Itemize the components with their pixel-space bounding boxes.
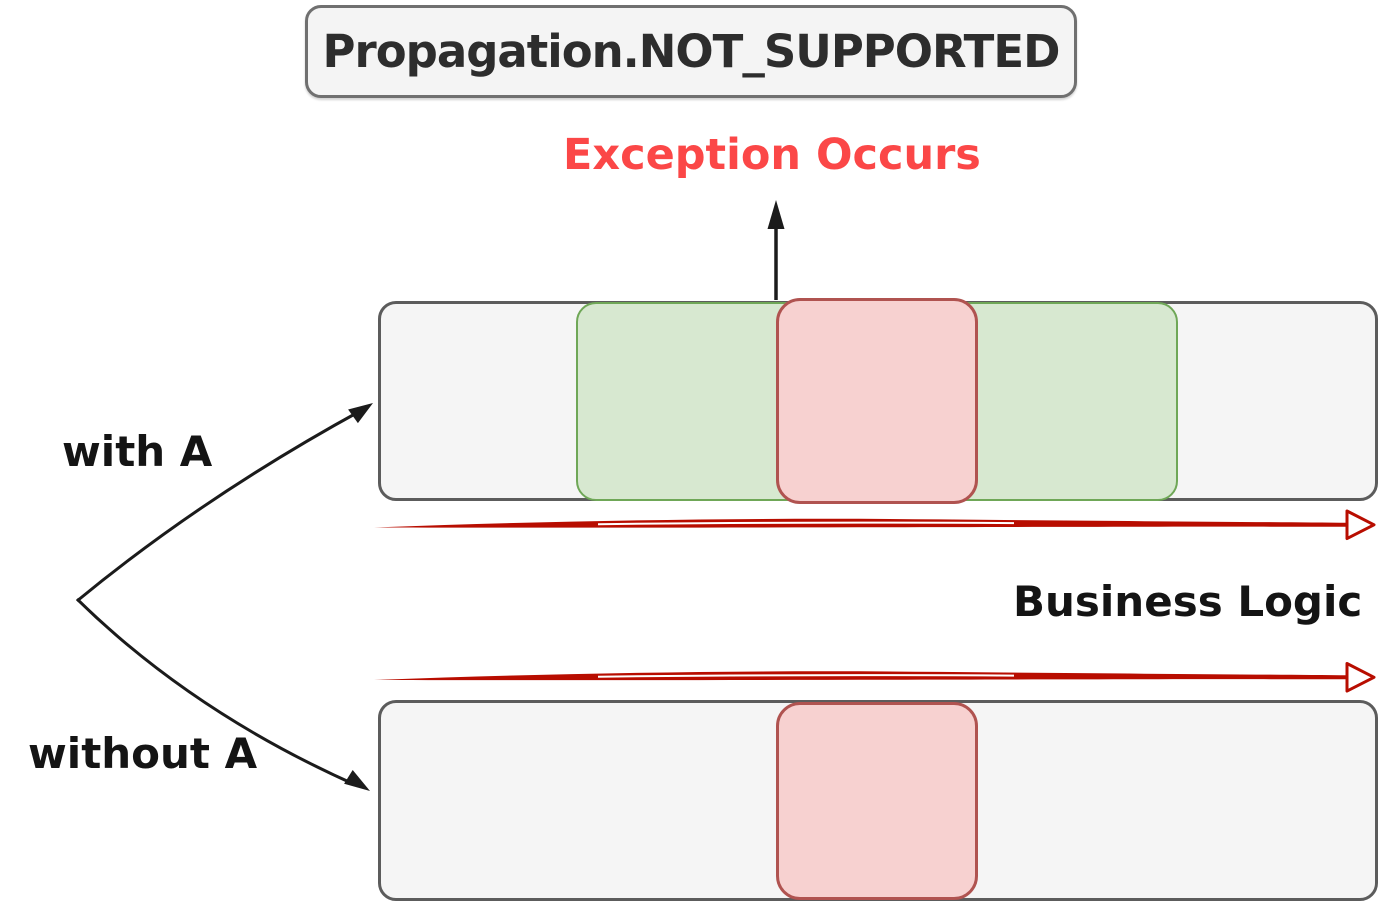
propagation-title: Propagation.NOT_SUPPORTED <box>322 25 1061 78</box>
business-logic-label: Business Logic <box>1013 577 1363 626</box>
branch-label-without-a: without A <box>28 729 258 778</box>
up-arrow-icon <box>767 200 785 300</box>
exception-section-without-a <box>776 702 978 900</box>
propagation-title-box: Propagation.NOT_SUPPORTED <box>305 5 1077 98</box>
right-arrow-icon <box>374 662 1376 693</box>
branch-label-with-a: with A <box>62 427 213 476</box>
exception-section-with-a <box>776 298 978 504</box>
right-arrow-icon <box>374 509 1376 541</box>
exception-occurs-label: Exception Occurs <box>563 130 981 180</box>
